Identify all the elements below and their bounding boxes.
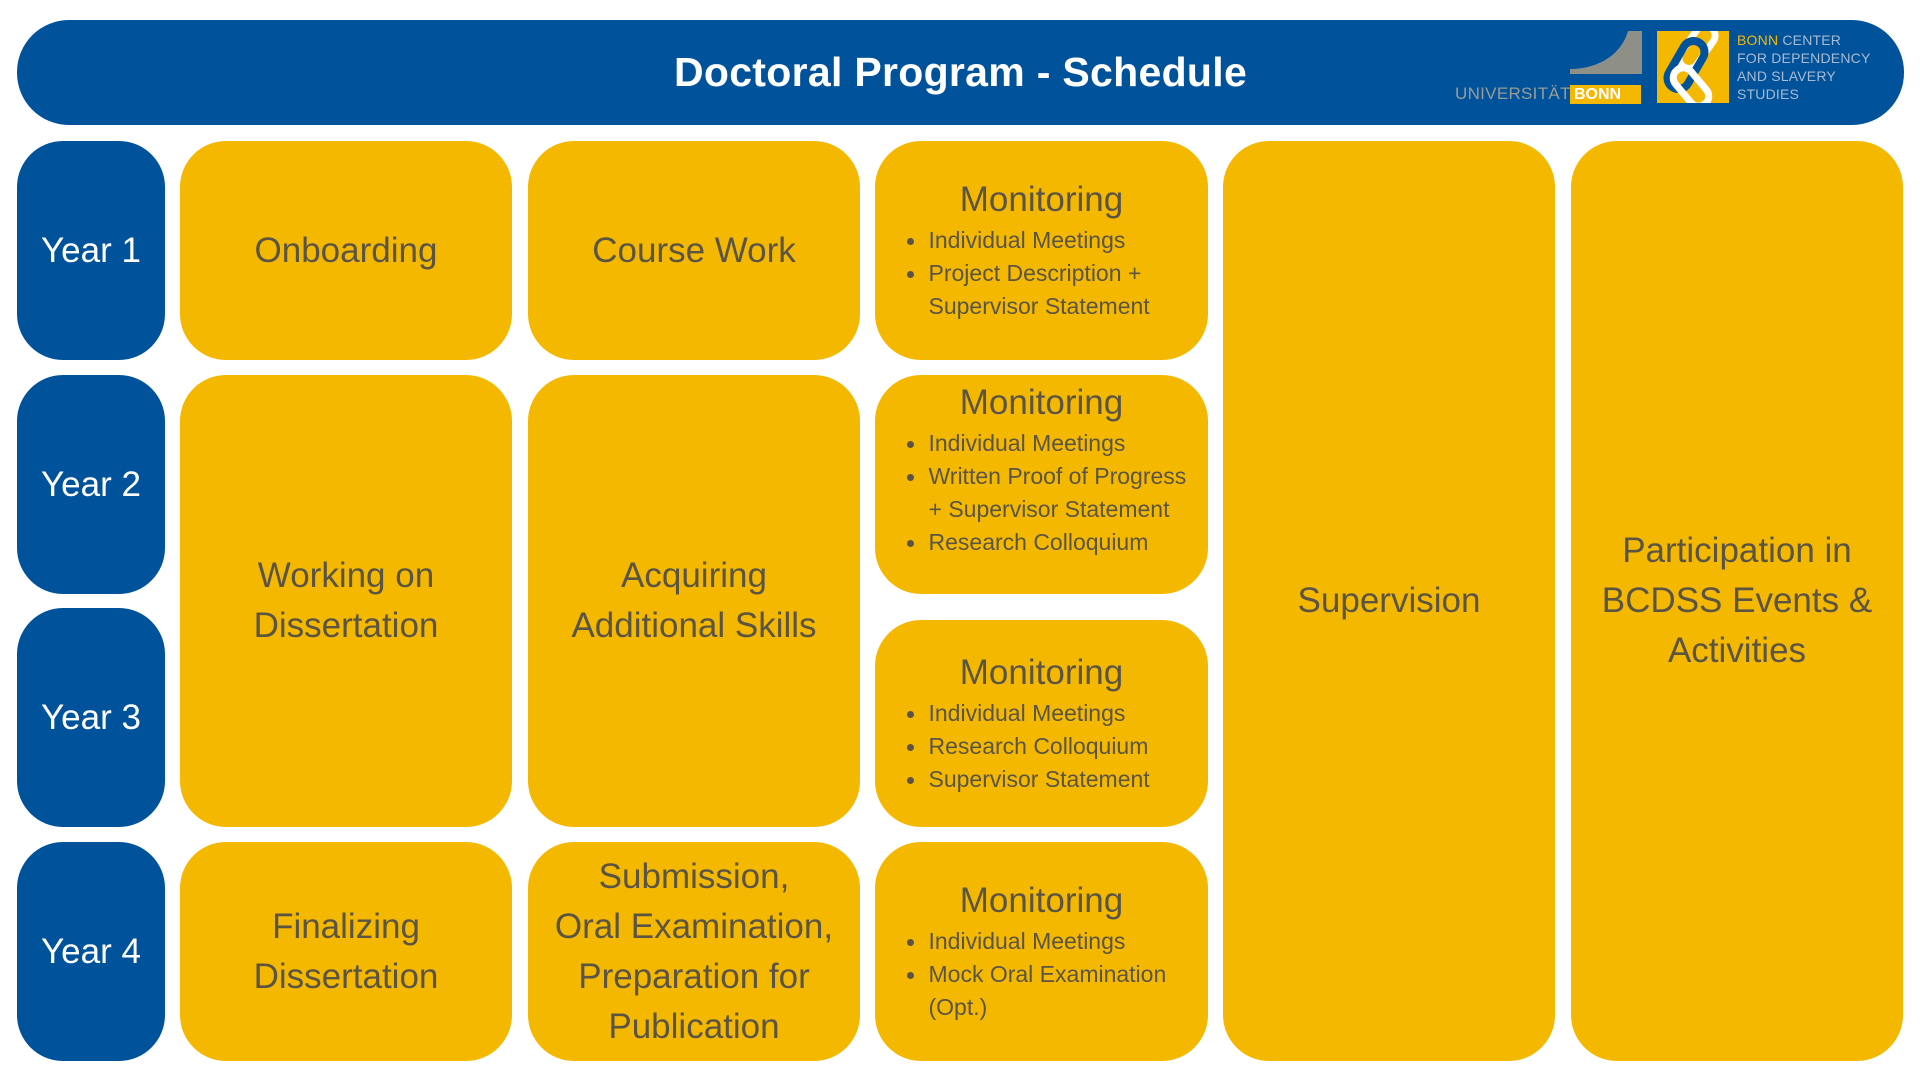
bcdss-logo-line2: FOR DEPENDENCY [1737,50,1871,66]
bcdss-logo-line4: STUDIES [1737,86,1800,102]
box-label-line: Publication [608,1006,780,1046]
box-label-line: Submission, [598,856,790,896]
monitoring-item: Research Colloquium [897,526,1187,559]
year-label-text: Year 3 [41,697,141,737]
monitoring-item: Individual Meetings [897,427,1187,460]
box-label-line: Participation in [1622,531,1852,570]
monitoring-title: Monitoring [959,881,1124,920]
bcdss-logo-line1: CENTER [1778,32,1842,48]
monitoring-list: Individual Meetings Mock Oral Examinatio… [897,925,1187,1024]
monitoring-item: Research Colloquium [897,730,1187,763]
monitoring-title: Monitoring [959,383,1124,422]
bcdss-logo-text: BONN CENTER FOR DEPENDENCY AND SLAVERY S… [1737,31,1870,103]
box-label-line: Preparation for [578,956,810,996]
year-label-text: Year 4 [41,931,141,971]
monitoring-item: Written Proof of Progress + Supervisor S… [897,460,1187,526]
monitoring-list: Individual Meetings Project Description … [897,224,1187,323]
monitoring-list: Individual Meetings Research Colloquium … [897,697,1187,796]
box-label-line: Dissertation [253,956,439,996]
monitoring-item: Individual Meetings [897,697,1187,730]
monitoring-title: Monitoring [959,653,1124,692]
course-work-box: Course Work [528,141,860,360]
participation-events-box: Participation in BCDSS Events & Activiti… [1571,141,1903,1061]
box-label-line: Activities [1667,631,1807,670]
box-label: Onboarding [254,230,438,270]
bcdss-logo-bonn: BONN [1737,32,1779,48]
page-title: Doctoral Program - Schedule [673,49,1248,95]
monitoring-item: Supervisor Statement [897,763,1187,796]
monitoring-list: Individual Meetings Written Proof of Pro… [897,427,1187,559]
box-label-line: Acquiring [621,556,767,595]
box-label-line: Finalizing [272,906,420,946]
working-on-dissertation-box: Working on Dissertation [180,375,512,827]
box-label-line: Additional Skills [571,606,817,645]
monitoring-item: Individual Meetings [897,925,1187,958]
monitoring-item: Project Description + Supervisor Stateme… [897,257,1187,323]
bcdss-logo-line3: AND SLAVERY [1737,68,1836,84]
acquiring-skills-box: Acquiring Additional Skills [528,375,860,827]
university-bonn-logo-shape-icon [1570,31,1642,74]
onboarding-box: Onboarding [180,141,512,360]
year-label-text: Year 1 [41,230,141,270]
monitoring-year-4-box: Monitoring Individual Meetings Mock Oral… [875,842,1208,1061]
monitoring-year-3-box: Monitoring Individual Meetings Research … [875,620,1208,827]
year-2-label: Year 2 [17,375,165,594]
monitoring-year-2-box: Monitoring Individual Meetings Written P… [875,375,1208,594]
monitoring-title: Monitoring [959,180,1124,219]
box-label-line: BCDSS Events & [1601,581,1873,620]
box-label: Course Work [592,230,796,270]
university-logo-text: UNIVERSITÄT [1455,84,1571,103]
submission-examination-box: Submission, Oral Examination, Preparatio… [528,842,860,1061]
year-3-label: Year 3 [17,608,165,827]
monitoring-item: Mock Oral Examination (Opt.) [897,958,1187,1024]
finalizing-dissertation-box: Finalizing Dissertation [180,842,512,1061]
year-4-label: Year 4 [17,842,165,1061]
year-1-label: Year 1 [17,141,165,360]
monitoring-item: Individual Meetings [897,224,1187,257]
box-label: Supervision [1297,581,1481,620]
box-label-line: Working on [257,556,435,595]
university-logo-bonn: BONN [1570,85,1641,104]
year-label-text: Year 2 [41,464,141,504]
bcdss-chain-logo-icon [1657,31,1729,103]
monitoring-year-1-box: Monitoring Individual Meetings Project D… [875,141,1208,360]
box-label-line: Dissertation [253,606,439,645]
box-label-line: Oral Examination, [554,906,834,946]
supervision-box: Supervision [1223,141,1555,1061]
